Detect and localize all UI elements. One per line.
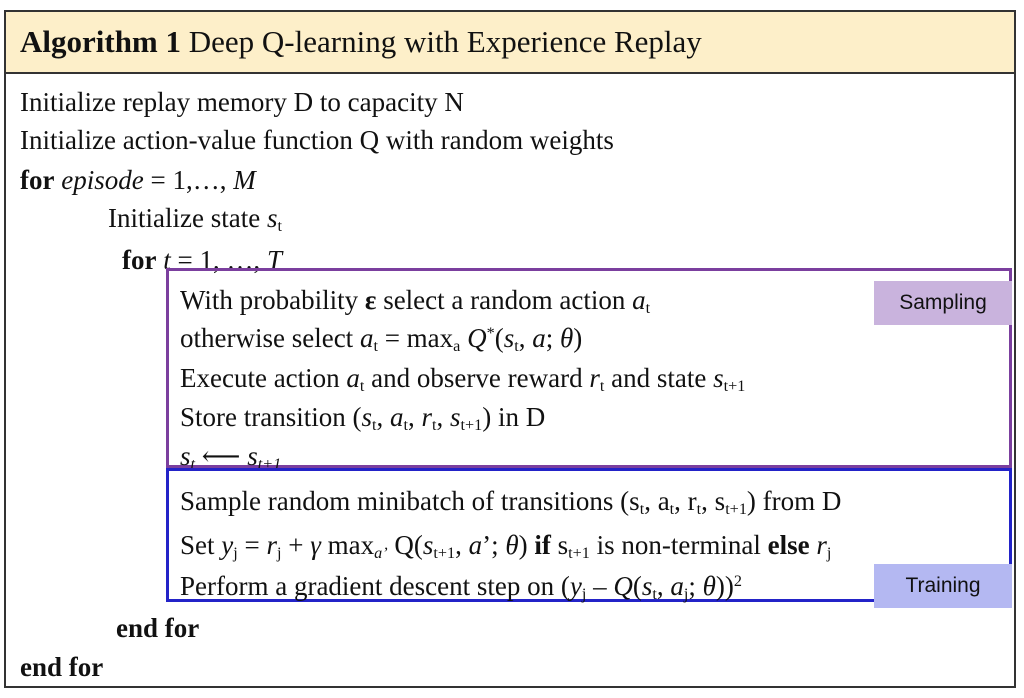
- algorithm-box: Algorithm 1 Deep Q-learning with Experie…: [4, 10, 1016, 688]
- line-init-state: Initialize state st: [108, 203, 282, 236]
- algorithm-number: Algorithm 1: [20, 24, 182, 59]
- episode-range: = 1,…,: [143, 165, 234, 195]
- init-state-text: Initialize state: [108, 203, 267, 233]
- training-box: [166, 468, 1012, 602]
- for-t-keyword: for: [122, 245, 157, 275]
- episode-M: M: [233, 165, 256, 195]
- line-init-q: Initialize action-value function Q with …: [20, 125, 614, 155]
- sampling-box: [166, 268, 1012, 468]
- training-tag: Training: [874, 564, 1012, 608]
- training-line-1: Sample random minibatch of transitions (…: [180, 486, 842, 519]
- epsilon-symbol: ε: [364, 285, 377, 315]
- sampling-line-5: st ⟵ st+1: [180, 441, 282, 474]
- line-end-for-outer: end for: [20, 652, 104, 682]
- sampling-line-4: Store transition (st, at, rt, st+1) in D: [180, 402, 546, 435]
- episode-var: episode: [61, 165, 144, 195]
- line-init-memory: Initialize replay memory D to capacity N: [20, 87, 464, 117]
- sampling-tag: Sampling: [874, 281, 1012, 325]
- for-keyword: for: [20, 165, 55, 195]
- training-line-2: Set yj = rj + γ maxa’ Q(st+1, a’; θ) if …: [180, 530, 832, 563]
- line-for-episode: for episode = 1,…, M: [20, 162, 256, 198]
- sampling-line-3: Execute action at and observe reward rt …: [180, 363, 746, 396]
- sampling-line-1: With probability ε select a random actio…: [180, 285, 651, 318]
- training-line-3: Perform a gradient descent step on (yj –…: [180, 571, 742, 604]
- sampling-line-2: otherwise select at = maxa Q*(st, a; θ): [180, 323, 583, 356]
- algorithm-title: Algorithm 1 Deep Q-learning with Experie…: [6, 12, 1014, 74]
- line-end-for-inner: end for: [116, 613, 200, 643]
- algorithm-name: Deep Q-learning with Experience Replay: [181, 24, 702, 59]
